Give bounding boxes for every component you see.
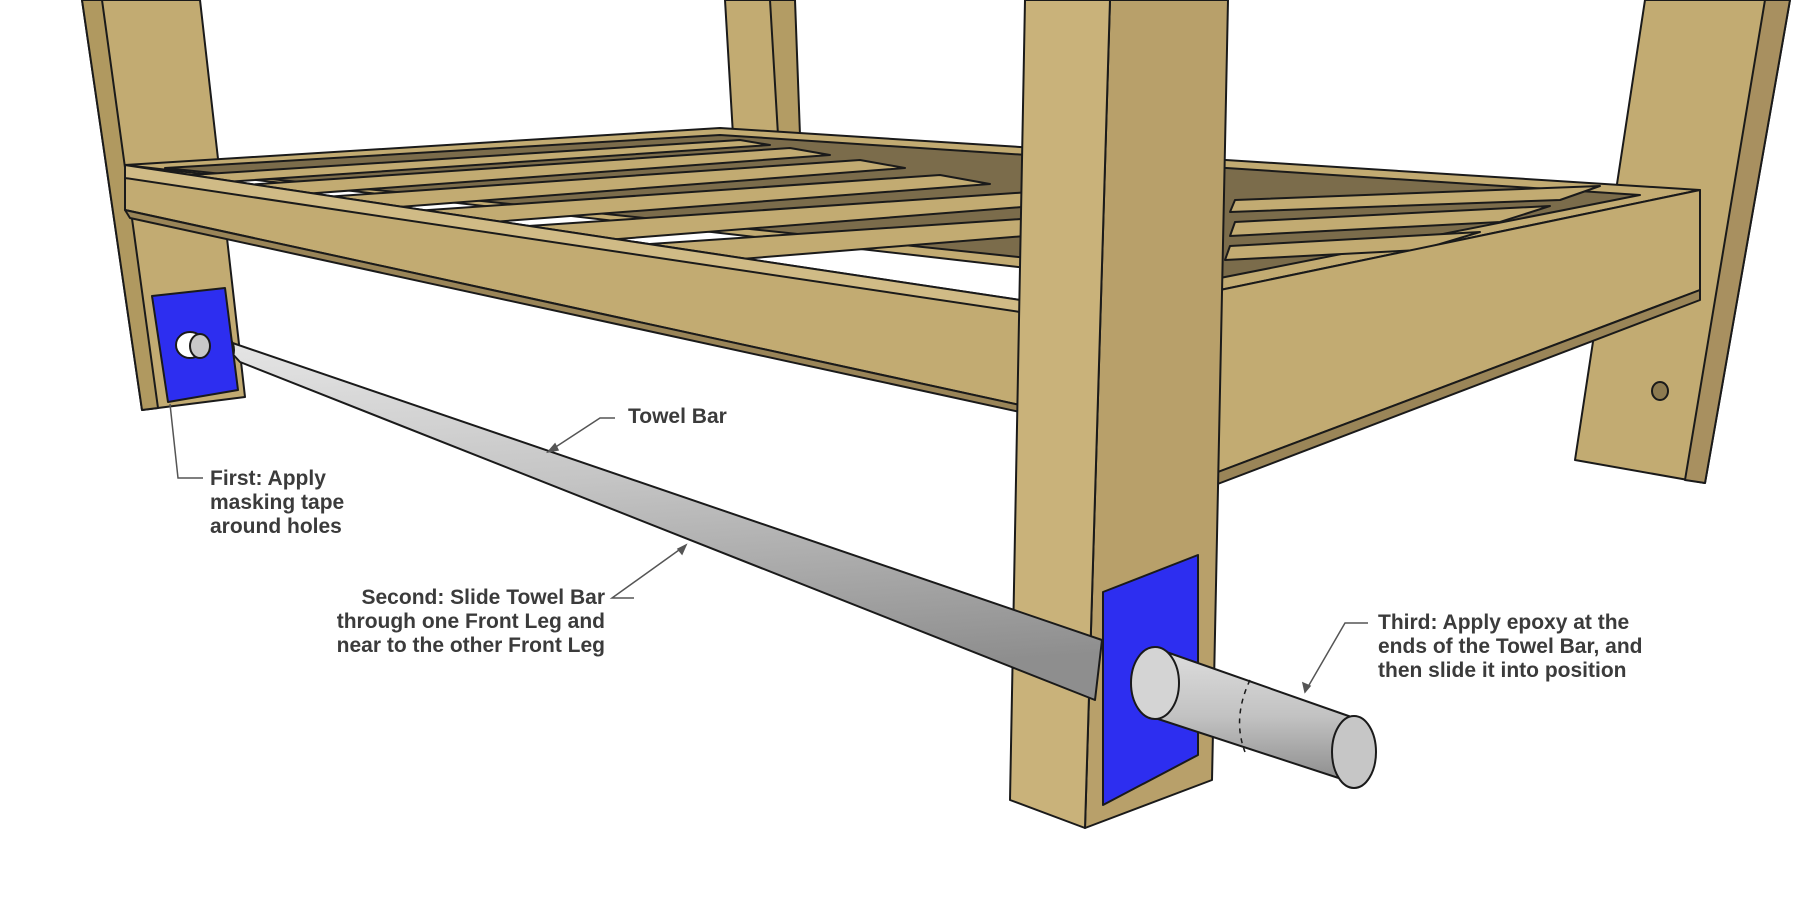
towel-bar-label: Towel Bar (628, 405, 727, 428)
second-leader (609, 544, 687, 599)
step-first-label: First: Apply masking tape around holes (210, 467, 345, 538)
back-left-leg (724, 0, 801, 136)
leader-lines (169, 403, 1368, 694)
third-leader (1304, 622, 1368, 693)
first-leader (169, 403, 203, 479)
towel-bar-leader (547, 417, 615, 453)
step-third-label: Third: Apply epoxy at the ends of the To… (1378, 611, 1643, 682)
shelf-frame (124, 127, 1701, 486)
towel-bar-end (1130, 646, 1377, 789)
step-second-label: Second: Slide Towel Bar through one Fron… (336, 586, 605, 657)
right-leg-hole (1651, 381, 1669, 401)
left-masking-tape (151, 287, 239, 403)
